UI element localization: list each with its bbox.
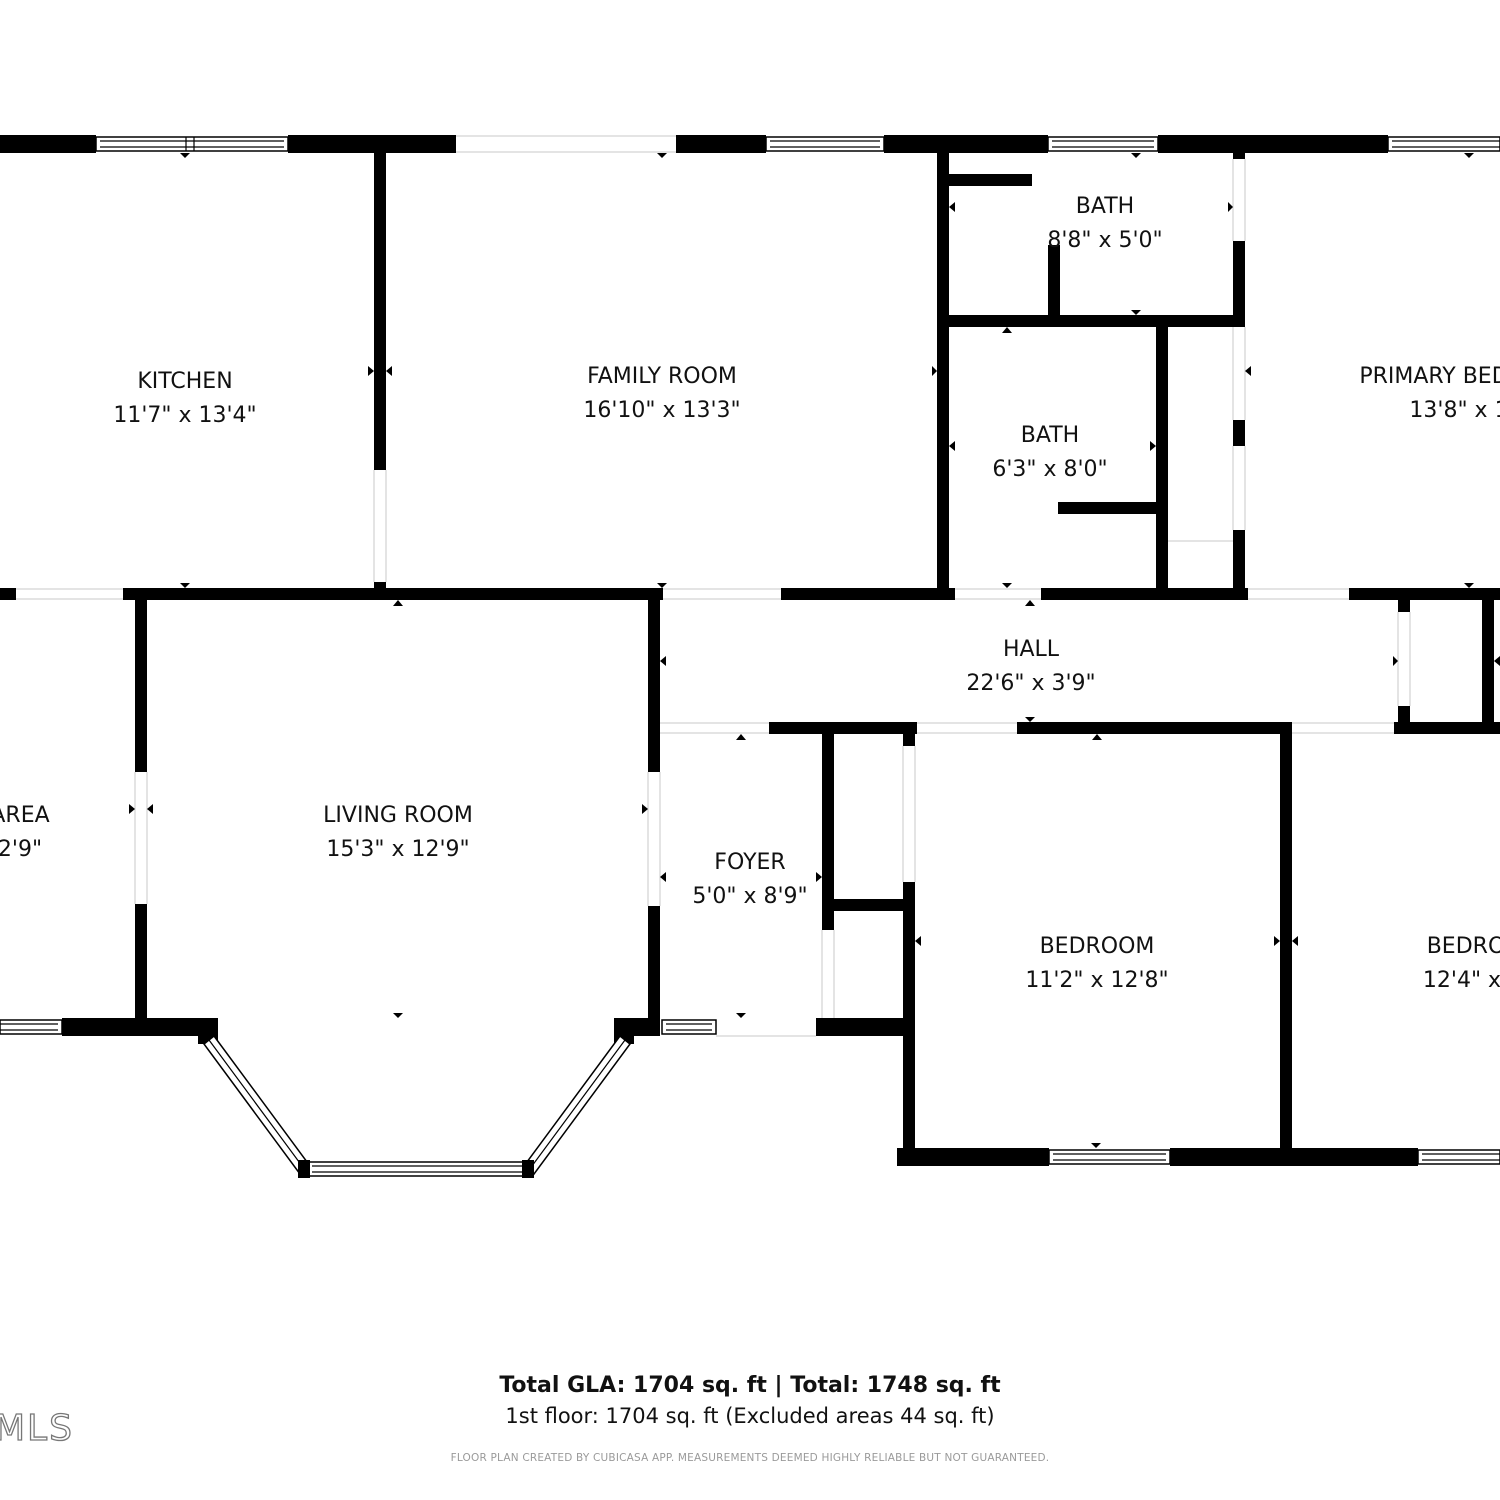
room-dim-bedroom: 11'2" x 12'8" [1025,968,1168,993]
room-name-bath-lower: BATH [1021,423,1079,448]
room-dim-living-room: 15'3" x 12'9" [326,837,469,862]
room-name-hall: HALL [1003,637,1060,662]
room-name-family-room: FAMILY ROOM [587,364,737,389]
dimension-ticks [129,153,1500,1148]
room-dim-hall: 22'6" x 3'9" [966,671,1095,696]
room-name-bedroom-right: BEDRO [1427,934,1500,959]
room-labels: KITCHEN 11'7" x 13'4" FAMILY ROOM 16'10"… [0,194,1500,993]
room-name-dining-area: AREA [0,803,50,828]
room-name-bedroom: BEDROOM [1040,934,1155,959]
room-name-foyer: FOYER [714,850,785,875]
floor-area-line: 1st floor: 1704 sq. ft (Excluded areas 4… [505,1404,995,1428]
room-dim-foyer: 5'0" x 8'9" [692,884,807,909]
room-dim-dining-area: 2'9" [0,837,42,862]
walls [0,135,1500,1166]
room-name-bath-upper: BATH [1076,194,1134,219]
room-dim-bath-upper: 8'8" x 5'0" [1047,228,1162,253]
windows [0,136,1500,1178]
mls-watermark: MLS [0,1407,74,1449]
room-dim-bath-lower: 6'3" x 8'0" [992,457,1107,482]
room-dim-bedroom-right: 12'4" x [1423,968,1500,993]
room-name-primary-bedroom: PRIMARY BED [1359,364,1500,389]
room-dim-family-room: 16'10" x 13'3" [583,398,740,423]
disclaimer-text: FLOOR PLAN CREATED BY CUBICASA APP. MEAS… [450,1452,1050,1464]
room-dim-primary-bedroom: 13'8" x 13 [1409,398,1500,423]
room-dim-kitchen: 11'7" x 13'4" [113,403,256,428]
room-name-kitchen: KITCHEN [137,369,232,394]
room-name-living-room: LIVING ROOM [323,803,473,828]
total-area-line: Total GLA: 1704 sq. ft | Total: 1748 sq.… [499,1373,1001,1398]
openings [16,135,1411,1037]
